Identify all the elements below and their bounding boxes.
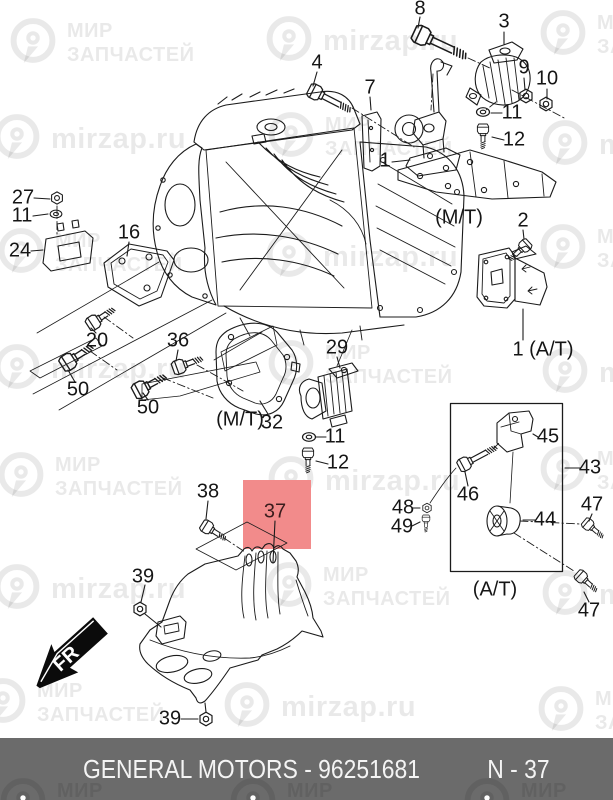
part-bracket-16 [103,243,175,307]
part-bracket-7 [361,111,382,172]
part-bracket-1-mt [397,111,557,200]
part-bolt-47a [579,516,608,542]
part-washer-11b [49,209,63,219]
part-bracket-45 [496,410,534,453]
part-bolt-4 [305,81,355,118]
highlight-box [243,480,311,549]
part-bolt-50b [129,368,170,401]
part-bolt-20 [83,302,119,333]
part-nut-48 [422,502,432,514]
engine-assembly [152,88,465,346]
part-mount-44 [486,505,521,537]
part-bolt-49 [421,514,431,533]
part-bolt-47b [572,568,602,596]
part-nut-9 [519,88,533,104]
part-bolt-36 [170,351,206,377]
part-bolt-12b [301,447,315,474]
part-washer-11c [301,432,317,442]
part-bolt-12a [476,123,490,150]
part-mount-3 [465,41,531,106]
footer-page-number: N - 37 [486,753,550,784]
footer: GENERAL MOTORS - 96251681 N - 37 [0,738,613,800]
part-bolt-46 [455,440,501,474]
part-bolt-8 [409,22,472,66]
part-mount-24 [42,219,94,272]
part-mount-29 [298,362,359,428]
part-nut-39b [199,711,213,727]
footer-bar [0,738,613,800]
footer-part-number: GENERAL MOTORS - 96251681 [82,753,420,784]
part-bolt-50a [56,339,97,374]
part-bolt-38 [198,518,230,545]
fr-direction-arrow: FR [36,617,108,689]
part-nut-39a [133,601,147,617]
part-nut-27 [51,191,63,205]
part-bracket-1-at [476,245,548,309]
at-section-box [449,402,564,573]
diagram-drawing: FR [29,16,608,727]
part-washer-11a [475,107,491,117]
part-stud-hook [430,58,453,113]
leader-lines [30,16,593,720]
